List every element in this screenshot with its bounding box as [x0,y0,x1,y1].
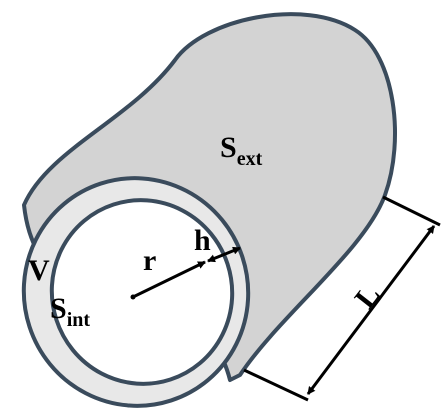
thickness-label: h [194,224,211,257]
length-label: L [348,279,386,315]
radius-arrow [132,260,206,299]
length-extension-top [382,195,441,227]
inner-surface-label: Sint [50,292,90,331]
center-point [130,294,136,300]
length-arrow [306,225,436,395]
outer-surface-label: Sext [220,131,263,170]
radius-label: r [143,244,156,277]
volume-label: V [28,254,50,287]
thickness-arrow [207,246,241,263]
length-extension-bottom [243,368,309,402]
